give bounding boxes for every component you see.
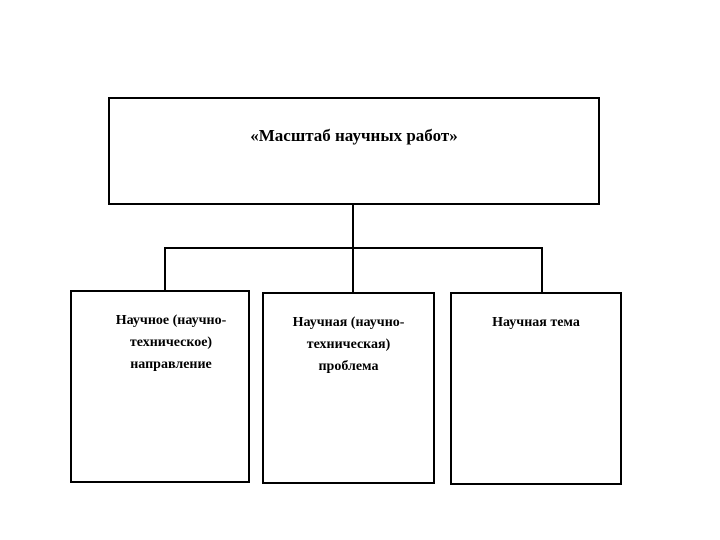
node-scale-of-scientific-works: «Масштаб научных работ» bbox=[108, 97, 600, 205]
node-label-line: техническая) bbox=[306, 337, 391, 352]
connector-right-vertical bbox=[541, 247, 543, 293]
node-label-line: Научная тема bbox=[492, 315, 580, 330]
node-label-line: проблема bbox=[318, 359, 379, 374]
node-label-line: Научное (научно- bbox=[115, 313, 227, 328]
node-scientific-direction: Научное (научно- техническое) направлени… bbox=[70, 290, 250, 483]
node-label-line: техническое) bbox=[129, 335, 213, 350]
connector-horizontal bbox=[164, 247, 543, 249]
node-scientific-problem: Научная (научно- техническая) проблема bbox=[262, 292, 435, 484]
node-label-line: Научная (научно- bbox=[292, 315, 405, 330]
node-label-line: направление bbox=[130, 357, 212, 372]
connector-root-vertical bbox=[352, 205, 354, 293]
node-scientific-theme: Научная тема bbox=[450, 292, 622, 485]
diagram-title: «Масштаб научных работ» bbox=[250, 126, 458, 145]
connector-left-vertical bbox=[164, 247, 166, 291]
